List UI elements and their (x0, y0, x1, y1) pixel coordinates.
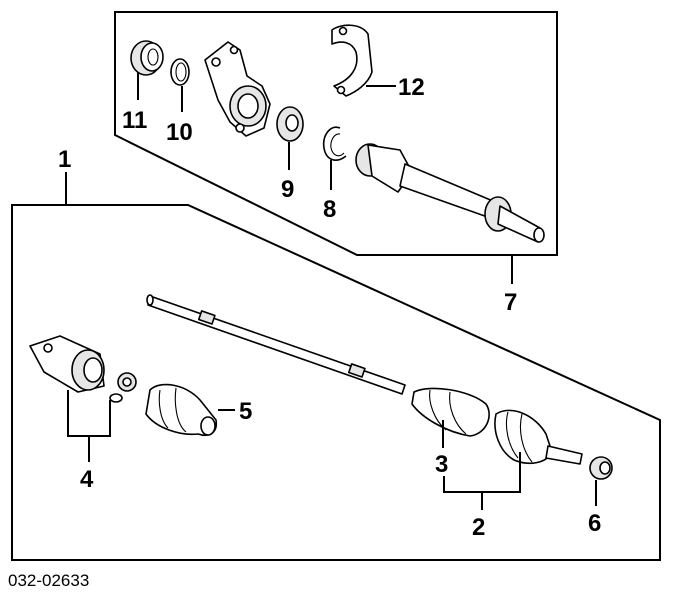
upper-assembly-frame (114, 11, 558, 256)
callout-6: 6 (588, 510, 601, 537)
bearing-cap-part (331, 24, 373, 97)
callout-2: 2 (472, 514, 485, 541)
washer-part (276, 106, 304, 142)
callout-3: 3 (435, 451, 448, 478)
callout-4: 4 (80, 466, 94, 493)
drive-shaft-part (146, 294, 406, 395)
callout-10: 10 (166, 119, 193, 146)
intermediate-shaft-part (355, 143, 545, 243)
circlip-part (322, 126, 347, 161)
callout-7: 7 (504, 289, 517, 316)
callout-11: 11 (122, 107, 147, 134)
inboard-cv-joint-part (29, 335, 105, 393)
tripod-joint-part (109, 372, 137, 403)
dust-seal-part (130, 40, 164, 76)
callout-9: 9 (281, 176, 294, 203)
callout-1: 1 (58, 146, 71, 173)
bearing-support-bracket (204, 41, 271, 137)
spindle-nut-part (589, 456, 613, 480)
outboard-boot-part (411, 387, 490, 437)
callout-8: 8 (323, 196, 336, 223)
main-assembly-frame (11, 204, 661, 561)
outboard-cv-joint-part (494, 409, 583, 465)
leader-lines (65, 72, 597, 510)
callout-5: 5 (239, 398, 252, 425)
callout-12: 12 (398, 74, 425, 101)
diagram-code: 032-02633 (8, 571, 89, 590)
snap-ring-part (170, 58, 190, 86)
inboard-boot-part (145, 383, 218, 436)
